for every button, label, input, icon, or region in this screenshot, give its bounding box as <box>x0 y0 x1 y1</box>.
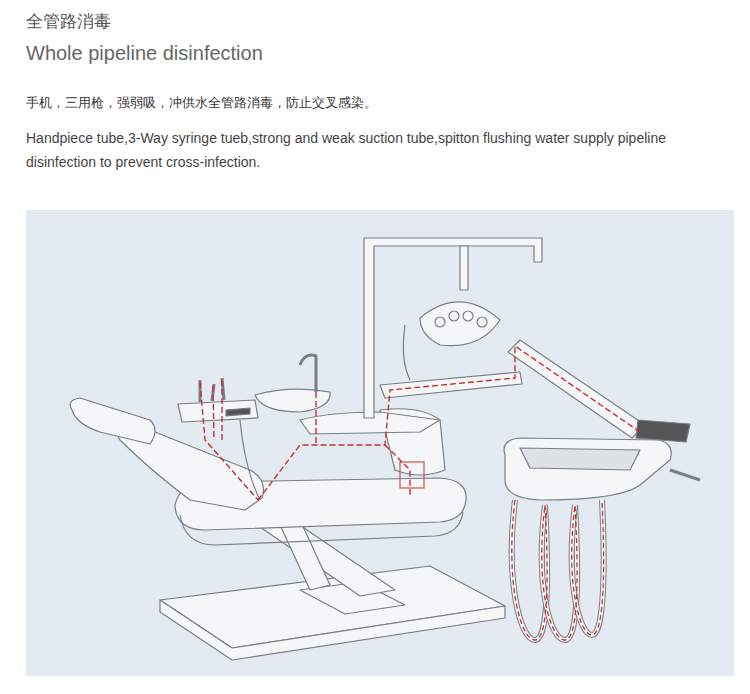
tray-handle <box>670 470 700 480</box>
seat-base <box>180 512 463 545</box>
pipeline <box>315 392 316 445</box>
doctor-tray <box>504 438 671 500</box>
doctor-arm <box>380 372 522 398</box>
description: Handpiece tube,3-Way syringe tueb,strong… <box>26 126 666 174</box>
subtitle: Whole pipeline disinfection <box>26 40 706 66</box>
tray-plate <box>520 448 640 470</box>
pipeline <box>512 500 604 640</box>
tray-arm <box>240 420 260 500</box>
lamp-led <box>449 311 459 321</box>
light-pole <box>364 238 542 418</box>
lift-arm <box>280 520 330 590</box>
lamp-led <box>435 317 445 327</box>
lamp-arm <box>460 246 468 290</box>
lamp-head <box>420 302 500 346</box>
hose <box>572 500 604 635</box>
pipeline <box>200 380 258 500</box>
spittoon-bowl <box>255 389 330 412</box>
lamp-led <box>463 311 473 321</box>
dental-chair <box>70 238 700 660</box>
pipeline <box>258 346 640 500</box>
base-edge <box>160 600 505 660</box>
headrest <box>70 398 155 444</box>
description: 手机，三用枪，强弱吸，冲供水全管路消毒，防止交叉感染。 <box>26 93 716 113</box>
control-panel <box>226 408 250 416</box>
pipelines <box>200 346 640 500</box>
hoses <box>512 500 604 640</box>
lamp-handle <box>403 325 410 380</box>
lamp-led <box>477 317 487 327</box>
assistant-tray <box>178 400 258 422</box>
spittoon-tap <box>300 355 316 392</box>
panel-ground <box>26 210 734 676</box>
hose <box>572 500 604 635</box>
valve-box <box>400 462 424 488</box>
touch-screen <box>636 420 690 442</box>
suction-tips <box>200 378 224 402</box>
page-title: 全管路消毒 <box>26 11 626 33</box>
